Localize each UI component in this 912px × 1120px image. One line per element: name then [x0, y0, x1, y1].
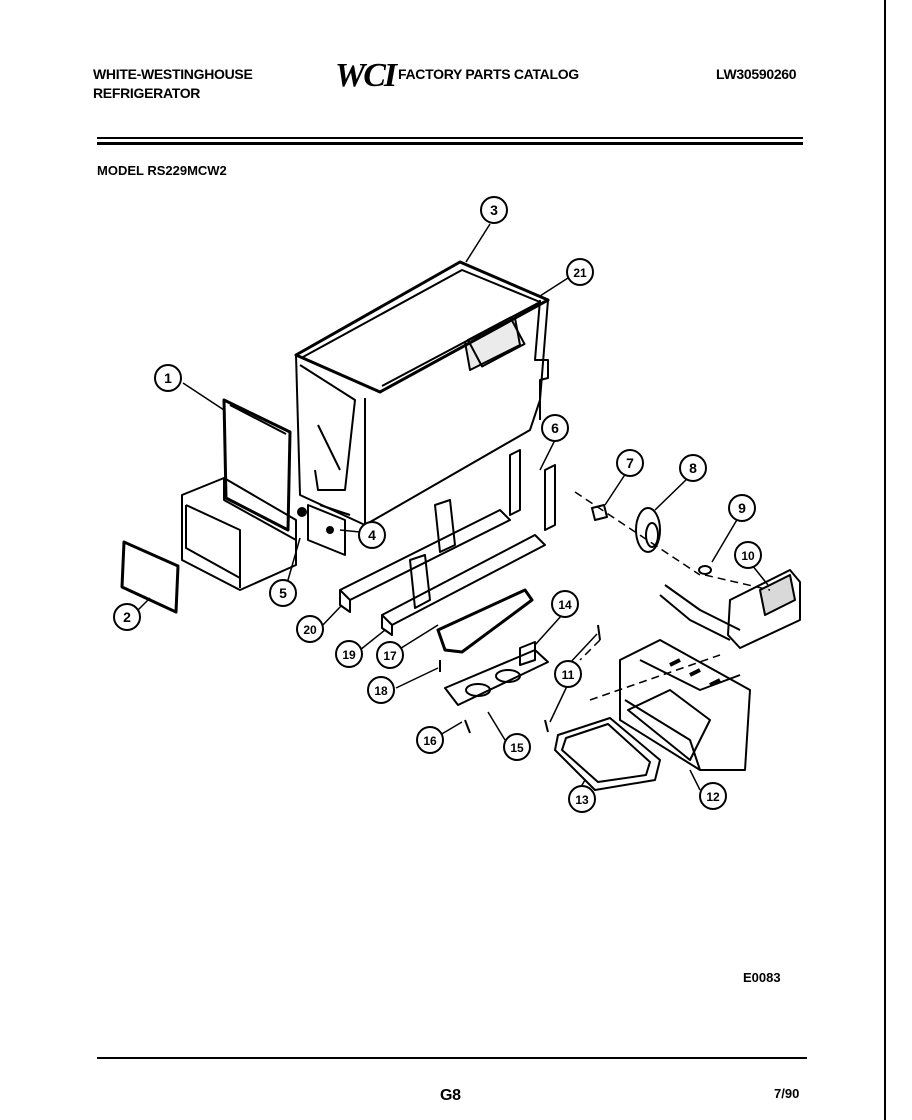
callout-7: 7 — [626, 455, 634, 471]
catalog-number: LW30590260 — [716, 66, 797, 82]
revision-date: 7/90 — [774, 1086, 800, 1101]
callout-12: 12 — [706, 790, 720, 804]
callout-markers — [113, 196, 762, 813]
callout-3: 3 — [490, 202, 498, 218]
nut-part-7 — [591, 504, 608, 521]
rail-part-20 — [339, 499, 511, 613]
callout-19: 19 — [342, 648, 356, 662]
callout-21: 21 — [573, 266, 587, 280]
callout-2: 2 — [123, 609, 131, 625]
card-part-2 — [120, 540, 180, 614]
page-right-border — [884, 0, 886, 1120]
screw-part-11a — [597, 624, 601, 641]
brand-line-2: REFRIGERATOR — [93, 85, 201, 101]
callout-5: 5 — [279, 585, 287, 601]
callout-4: 4 — [368, 527, 376, 543]
callout-18: 18 — [374, 684, 388, 698]
screw-part-5 — [297, 507, 307, 517]
front-cover-part-1 — [222, 398, 292, 532]
screw-part-16 — [464, 719, 471, 734]
strip-part-17 — [436, 588, 534, 654]
header-rule-bottom — [97, 142, 803, 145]
callout-9: 9 — [738, 500, 746, 516]
footer-rule — [97, 1057, 807, 1059]
catalog-title: FACTORY PARTS CATALOG — [398, 66, 579, 82]
bin-label-part-21 — [464, 317, 521, 371]
wci-logo: WCI — [335, 57, 397, 94]
callout-1: 1 — [164, 370, 172, 386]
header-rule-top — [97, 137, 803, 139]
callout-15: 15 — [510, 741, 524, 755]
bracket-part-4 — [307, 504, 346, 556]
callout-14: 14 — [558, 598, 572, 612]
ice-bin-part-3 — [294, 260, 550, 526]
rail-part-19 — [381, 534, 546, 636]
washer-part-9 — [698, 565, 712, 575]
screw-part-11b — [544, 719, 549, 733]
gasket-part-13 — [554, 717, 661, 791]
clip-part-14 — [519, 641, 536, 666]
front-tray-housing — [181, 477, 297, 591]
page-number: G8 — [440, 1087, 461, 1104]
callout-13: 13 — [575, 793, 589, 807]
brand-name: WHITE-WESTINGHOUSE REFRIGERATOR — [93, 65, 253, 103]
callout-11: 11 — [562, 668, 575, 682]
slide-part-6 — [509, 449, 556, 531]
callout-6: 6 — [551, 420, 559, 436]
callout-8: 8 — [689, 460, 697, 476]
callout-20: 20 — [303, 623, 317, 637]
callout-16: 16 — [423, 734, 437, 748]
control-module-part-10 — [659, 569, 801, 649]
brand-line-1: WHITE-WESTINGHOUSE — [93, 66, 253, 82]
callout-17: 17 — [383, 649, 397, 663]
motor-part-8 — [635, 507, 661, 553]
model-label: MODEL RS229MCW2 — [97, 163, 227, 178]
callout-10: 10 — [741, 549, 755, 563]
plate-part-15 — [444, 649, 549, 706]
diagram-code: E0083 — [743, 970, 781, 985]
ice-maker-part-12 — [619, 639, 751, 771]
